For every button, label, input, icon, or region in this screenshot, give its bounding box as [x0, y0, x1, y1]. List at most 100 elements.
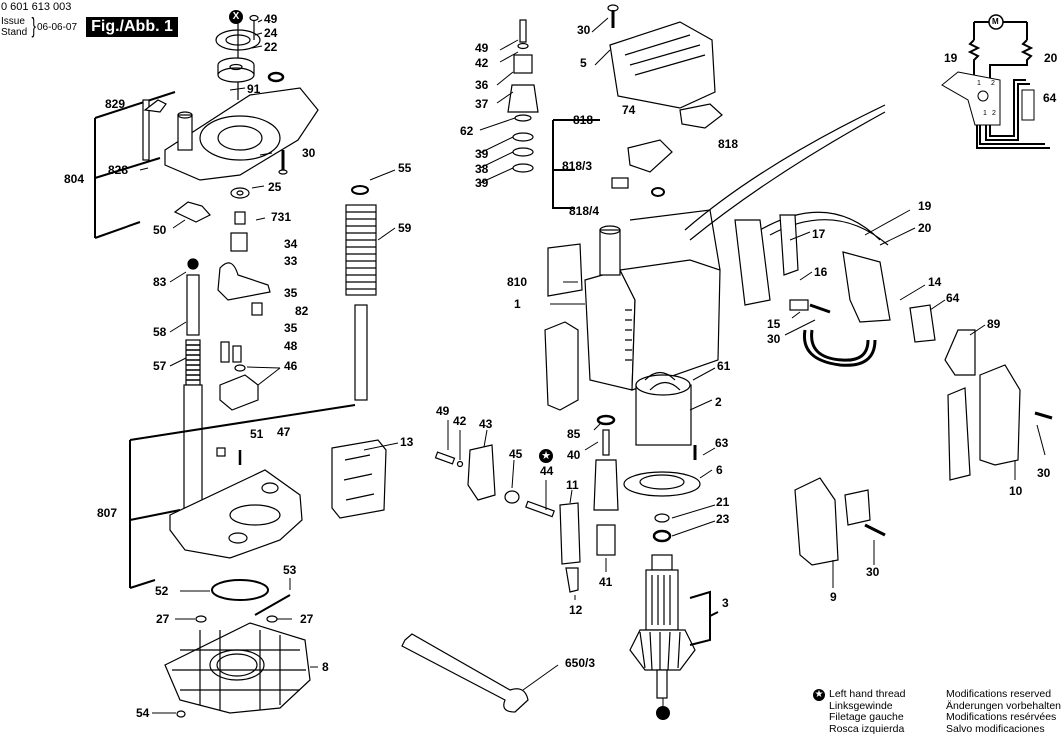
part-51: [216, 447, 226, 457]
callout-38: 38: [475, 162, 489, 176]
callout-17: 17: [812, 227, 826, 241]
handle-right: [734, 219, 771, 306]
knob-stack: [507, 19, 539, 173]
callout-62: 62: [460, 124, 474, 138]
brush-holder-b: [679, 103, 723, 129]
callout-43: 43: [479, 417, 493, 431]
callout-63: 63: [715, 436, 729, 450]
armature-3: [629, 554, 696, 699]
callout-64: 64: [946, 291, 960, 305]
cable-sleeve-17: [779, 214, 799, 276]
callout-74: 74: [622, 103, 636, 117]
callout-36: 36: [475, 78, 489, 92]
o-ring-85: [596, 414, 616, 426]
terminal-bottom-2: 2: [992, 110, 996, 117]
callout-11: 11: [566, 478, 579, 492]
brush-holder-a: [627, 139, 673, 173]
callout-89: 89: [987, 317, 1001, 331]
screw-35: [251, 302, 263, 316]
callout-20: 20: [918, 221, 932, 235]
callout-818a: 818: [573, 113, 594, 127]
callout-40: 40: [567, 448, 581, 462]
callout-42: 42: [475, 56, 489, 70]
wrench-650-3: [401, 633, 529, 713]
wiring-label-20: 20: [1044, 51, 1058, 65]
callout-14: 14: [928, 275, 942, 289]
spindle-40: [593, 429, 619, 511]
callout-818-4: 818/4: [569, 204, 600, 218]
callout-82: 82: [295, 304, 309, 318]
callout-41: 41: [599, 575, 613, 589]
legend-line: Linksgewinde: [829, 699, 893, 712]
legend-line: Filetage gauche: [829, 711, 904, 723]
handle-insert: [947, 387, 971, 481]
callout-22: 22: [264, 40, 278, 54]
chip-guard-13: [331, 439, 387, 519]
ring-55: [351, 185, 369, 195]
motor-cover-5: [609, 21, 716, 109]
callout-30c: 30: [767, 332, 781, 346]
callout-61: 61: [717, 359, 731, 373]
callout-45: 45: [509, 447, 523, 461]
brace: }: [31, 13, 36, 38]
callout-30b: 30: [577, 23, 591, 37]
callout-37: 37: [475, 97, 489, 111]
sleeve-41: [596, 524, 616, 556]
callout-55: 55: [398, 161, 412, 175]
spring-818-4: [651, 187, 665, 197]
screw-30: [278, 150, 288, 175]
label-810: [547, 243, 583, 297]
callout-54: 54: [136, 706, 150, 720]
left-hand-thread-legend-icon: ★: [813, 689, 825, 701]
motor-housing-1: [584, 209, 721, 391]
callout-49: 49: [264, 12, 278, 26]
legend-line: Salvo modificaciones: [946, 722, 1045, 735]
part-731a: [234, 211, 246, 225]
callout-10: 10: [1009, 484, 1023, 498]
callout-8: 8: [322, 660, 329, 674]
callout-2: 2: [715, 395, 722, 409]
callout-19: 19: [918, 199, 932, 213]
group-bracket-818: [552, 119, 600, 209]
handle-shell-10: [979, 364, 1021, 466]
terminal-top-1: 1: [977, 80, 981, 87]
callout-818-3: 818/3: [562, 159, 593, 173]
wiring-label-19: 19: [944, 51, 958, 65]
wing-nut-50: [173, 201, 211, 223]
callout-25: 25: [268, 180, 282, 194]
wiring-diagram: [941, 14, 1050, 149]
callout-650-3: 650/3: [565, 656, 596, 670]
screw-30c: [809, 303, 831, 314]
bellows-59: [345, 204, 377, 296]
callout-30d: 30: [1037, 466, 1051, 480]
legend-line: Rosca izquierda: [829, 722, 905, 735]
figure-label: Fig./Abb. 1: [86, 17, 178, 37]
clip-829: [143, 99, 167, 113]
callout-27a: 27: [156, 612, 170, 626]
wires: [802, 329, 877, 367]
callout-810: 810: [507, 275, 528, 289]
callout-804: 804: [64, 172, 85, 186]
spring-53: [254, 594, 291, 616]
retainer-21: [654, 513, 670, 523]
callout-35b: 35: [284, 321, 298, 335]
callout-24: 24: [264, 26, 278, 40]
callout-83: 83: [153, 275, 167, 289]
sole-plate-8: [164, 622, 311, 714]
callout-828: 828: [108, 163, 129, 177]
callout-49c: 49: [436, 404, 450, 418]
callout-12: 12: [569, 603, 583, 617]
issue-label: Issue Stand: [1, 16, 27, 38]
rod-58: [186, 274, 200, 336]
stop-46: [219, 374, 259, 411]
callout-39b: 39: [475, 176, 489, 190]
callout-30e: 30: [866, 565, 880, 579]
clip-89: [944, 329, 976, 376]
screw-49c: [434, 451, 456, 465]
lock-plate-11: [559, 502, 581, 565]
callout-16: 16: [814, 265, 828, 279]
bracket-3: [689, 590, 719, 646]
callout-3: 3: [722, 596, 729, 610]
nut-27b: [266, 615, 278, 623]
